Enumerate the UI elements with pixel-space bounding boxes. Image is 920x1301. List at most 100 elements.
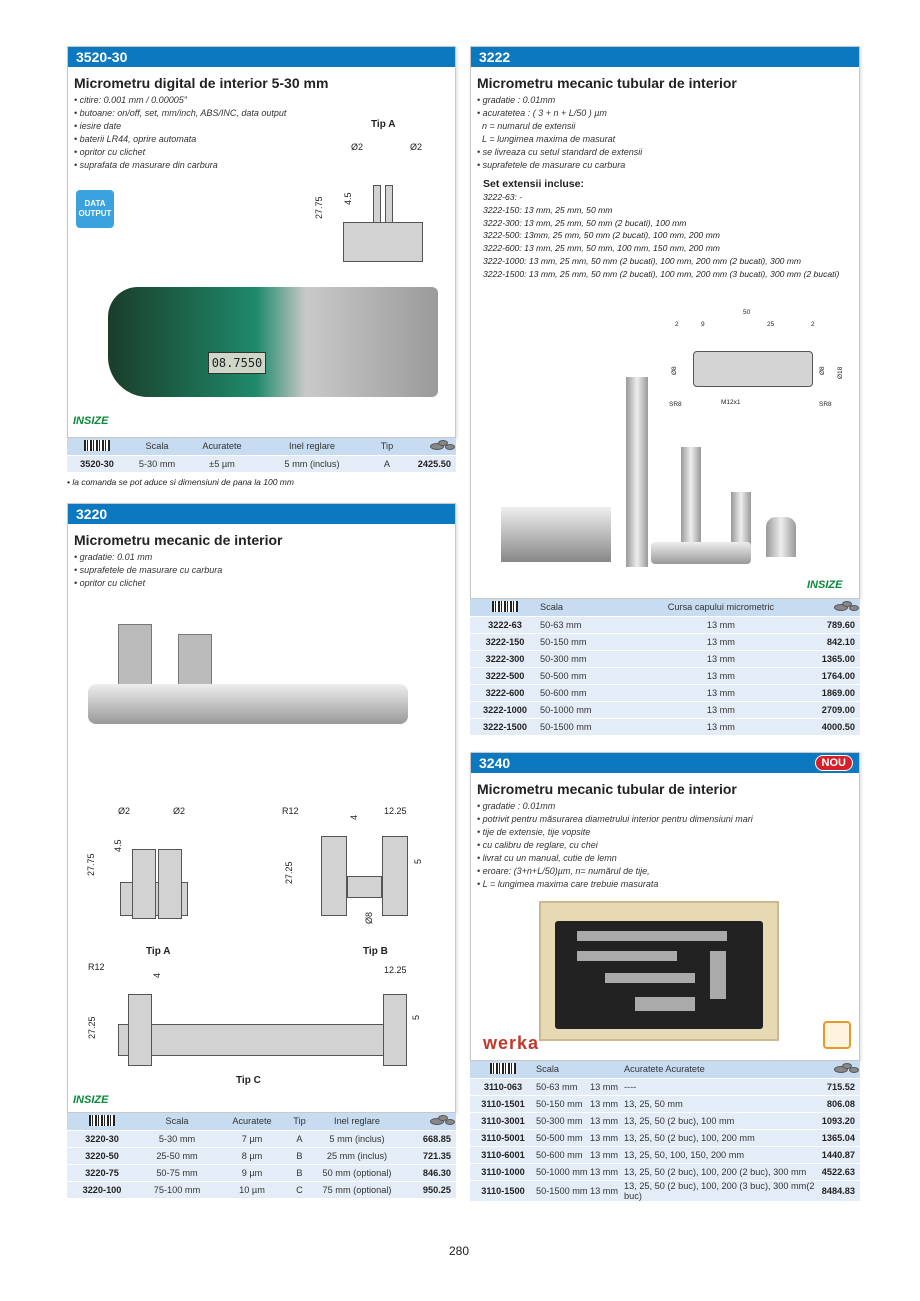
product-code: 3222-1500 — [470, 717, 540, 735]
product-code: 3110-1500 — [470, 1179, 536, 1201]
price: 1764.00 — [801, 666, 860, 684]
cell: 50 mm (optional) — [312, 1163, 402, 1181]
list-item: 3222-1000: 13 mm, 25 mm, 50 mm (2 bucati… — [483, 255, 802, 266]
price-coins-icon — [801, 599, 860, 616]
dim-label: M12x1 — [721, 399, 741, 406]
list-item: L = lungimea maxima care trebuie masurat… — [477, 878, 859, 891]
product-code: 3220-30 — [67, 1129, 137, 1147]
product-code: 3110-063 — [470, 1077, 536, 1095]
dim-label: R12 — [88, 962, 105, 972]
diagram-label-tip-b: Tip B — [363, 946, 388, 957]
cell: 5-30 mm — [137, 1129, 217, 1147]
cell: 50-500 mm — [536, 1128, 590, 1146]
price-coins-icon — [821, 1061, 860, 1078]
cell: 13, 25, 50, 100, 150, 200 mm — [624, 1145, 822, 1163]
list-item: suprafata de masurare din carbura — [74, 159, 455, 172]
product-panel-3520-30: 3520-30 Micrometru digital de interior 5… — [67, 46, 456, 438]
list-item: se livreaza cu setul standard de extensi… — [477, 146, 859, 159]
cell: 50-600 mm — [540, 683, 640, 701]
price: 842.10 — [801, 632, 860, 650]
list-item: butoane: on/off, set, mm/inch, ABS/INC, … — [74, 107, 455, 120]
barcode-icon — [67, 1113, 137, 1130]
list-item: tije de extensie, tije vopsite — [477, 826, 859, 839]
cell: 13 mm — [640, 717, 802, 735]
price: 806.08 — [821, 1094, 860, 1112]
list-item: 3222-500: 13mm, 25 mm, 50 mm (2 bucati),… — [483, 230, 720, 241]
dim-label: 4 — [152, 972, 162, 978]
price: 2425.50 — [407, 454, 456, 472]
product-code: 3110-5001 — [470, 1128, 536, 1146]
column-header: Scala — [536, 1061, 590, 1078]
cell: 13, 25, 50 (2 buc), 100, 200 (3 buc), 30… — [624, 1179, 822, 1201]
cell: 13, 25, 50 mm — [624, 1094, 822, 1112]
tip-b-shaft — [347, 876, 382, 898]
product-code: 3222-63 — [470, 615, 540, 633]
column-header: Inel reglare — [257, 438, 367, 455]
tip-c-jaw — [128, 994, 152, 1066]
cell: 13 mm — [590, 1162, 624, 1180]
list-item: n = numarul de extensii — [482, 121, 576, 131]
product-code: 3222-500 — [470, 666, 540, 684]
barcode-icon — [470, 1061, 536, 1078]
list-item: cu calibru de reglare, cu chei — [477, 839, 859, 852]
price: 715.52 — [821, 1077, 860, 1095]
feature-list: gradatie : 0.01mmacuratetea : ( 3 + n + … — [477, 94, 859, 172]
insize-logo: INSIZE — [73, 415, 109, 427]
cell: ±5 µm — [187, 454, 257, 472]
footnote: • la comanda se pot aduce si dimensiuni … — [67, 477, 294, 487]
cell: 13 mm — [640, 700, 802, 718]
feature-list: gradatie: 0.01 mmsuprafetele de masurare… — [74, 551, 455, 590]
insize-logo: INSIZE — [807, 579, 843, 591]
cell: B — [287, 1146, 312, 1164]
cell: 50-300 mm — [540, 649, 640, 667]
price: 1365.04 — [821, 1128, 860, 1146]
price: 1093.20 — [821, 1111, 860, 1129]
tip-a-drawing — [343, 222, 423, 262]
product-code: 3222-600 — [470, 683, 540, 701]
price: 8484.83 — [821, 1179, 860, 1201]
dim-label: 5 — [413, 858, 423, 864]
cell: 13, 25, 50 (2 buc), 100 mm — [624, 1111, 822, 1129]
cell: 50-1000 mm — [540, 700, 640, 718]
column-header — [590, 1061, 624, 1078]
product-code: 3220-100 — [67, 1180, 137, 1198]
product-panel-3220: 3220 Micrometru mecanic de interior grad… — [67, 503, 456, 1113]
page-number: 280 — [449, 1244, 470, 1258]
list-item: iesire date — [74, 120, 455, 133]
list-item: 3222-300: 13 mm, 25 mm, 50 mm (2 bucati)… — [483, 217, 687, 228]
insize-logo: INSIZE — [73, 1094, 109, 1106]
cell: C — [287, 1180, 312, 1198]
product-code: 3222-1000 — [470, 700, 540, 718]
cell: 13, 25, 50 (2 buc), 100, 200 mm — [624, 1128, 822, 1146]
column-header: Acuratete Acuratete — [624, 1061, 822, 1078]
dim-label: Ø2 — [410, 142, 423, 152]
dim-label: 50 — [743, 309, 751, 316]
new-badge: NOU — [814, 755, 853, 771]
cell: 13 mm — [640, 683, 802, 701]
dim-label: Ø8 — [671, 366, 678, 375]
column-header: Tip — [287, 1113, 312, 1130]
cell: 75-100 mm — [137, 1180, 217, 1198]
cell: 25-50 mm — [137, 1146, 217, 1164]
cell: 8 µm — [217, 1146, 287, 1164]
cell: 10 µm — [217, 1180, 287, 1198]
product-code: 3110-6001 — [470, 1145, 536, 1163]
digital-micrometer-photo — [108, 287, 438, 397]
tip-b-drawing — [321, 836, 347, 916]
column-header: Scala — [127, 438, 187, 455]
list-item: 3222-600: 13 mm, 25 mm, 50 mm, 100 mm, 1… — [483, 243, 720, 254]
list-item: baterii LR44, oprire automata — [74, 133, 455, 146]
dim-label: Ø2 — [173, 806, 186, 816]
product-panel-3222: 3222 Micrometru mecanic tubular de inter… — [470, 46, 860, 599]
